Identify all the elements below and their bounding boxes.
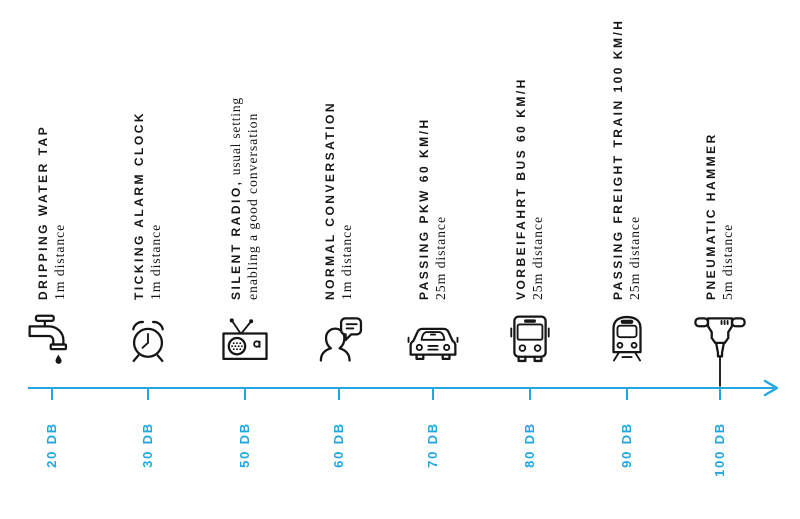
water-tap-icon [28, 314, 68, 364]
item-distance: enabling a good conversation [245, 112, 260, 300]
axis-tick [338, 388, 340, 400]
item-title: VORBEIFAHRT BUS 60 KM/H [514, 77, 528, 300]
axis-tick [432, 388, 434, 400]
axis-tick [626, 388, 628, 400]
item-distance: 25m distance [530, 216, 545, 300]
radio-icon [222, 318, 268, 360]
car-icon [407, 327, 459, 360]
train-icon [612, 315, 642, 362]
item-title: TICKING ALARM CLOCK [132, 110, 146, 300]
item-distance: 1m distance [148, 223, 163, 300]
item-distance: 5m distance [720, 223, 735, 300]
jackhammer-icon [694, 317, 746, 387]
decibel-axis-line [28, 387, 774, 389]
item-distance: 1m distance [52, 223, 67, 300]
item-distance: 25m distance [433, 216, 448, 300]
axis-tick [147, 388, 149, 400]
axis-tick [719, 388, 721, 400]
item-title: PASSING FREIGHT TRAIN 100 KM/H [611, 18, 625, 300]
axis-arrow-icon [763, 379, 779, 397]
item-distance: 1m distance [339, 223, 354, 300]
conversation-icon [319, 317, 363, 362]
item-title-note: usual setting [228, 97, 243, 180]
axis-tick [529, 388, 531, 400]
axis-tick [51, 388, 53, 400]
alarm-clock-icon [132, 320, 164, 363]
item-title: DRIPPING WATER TAP [36, 124, 50, 300]
item-distance: 25m distance [627, 216, 642, 300]
item-title: PNEUMATIC HAMMER [704, 132, 718, 300]
bus-icon [510, 315, 550, 363]
axis-tick [244, 388, 246, 400]
item-title: PASSING PKW 60 KM/H [417, 117, 431, 300]
item-title: NORMAL CONVERSATION [323, 100, 337, 300]
item-title: SILENT RADIO, [229, 179, 243, 300]
